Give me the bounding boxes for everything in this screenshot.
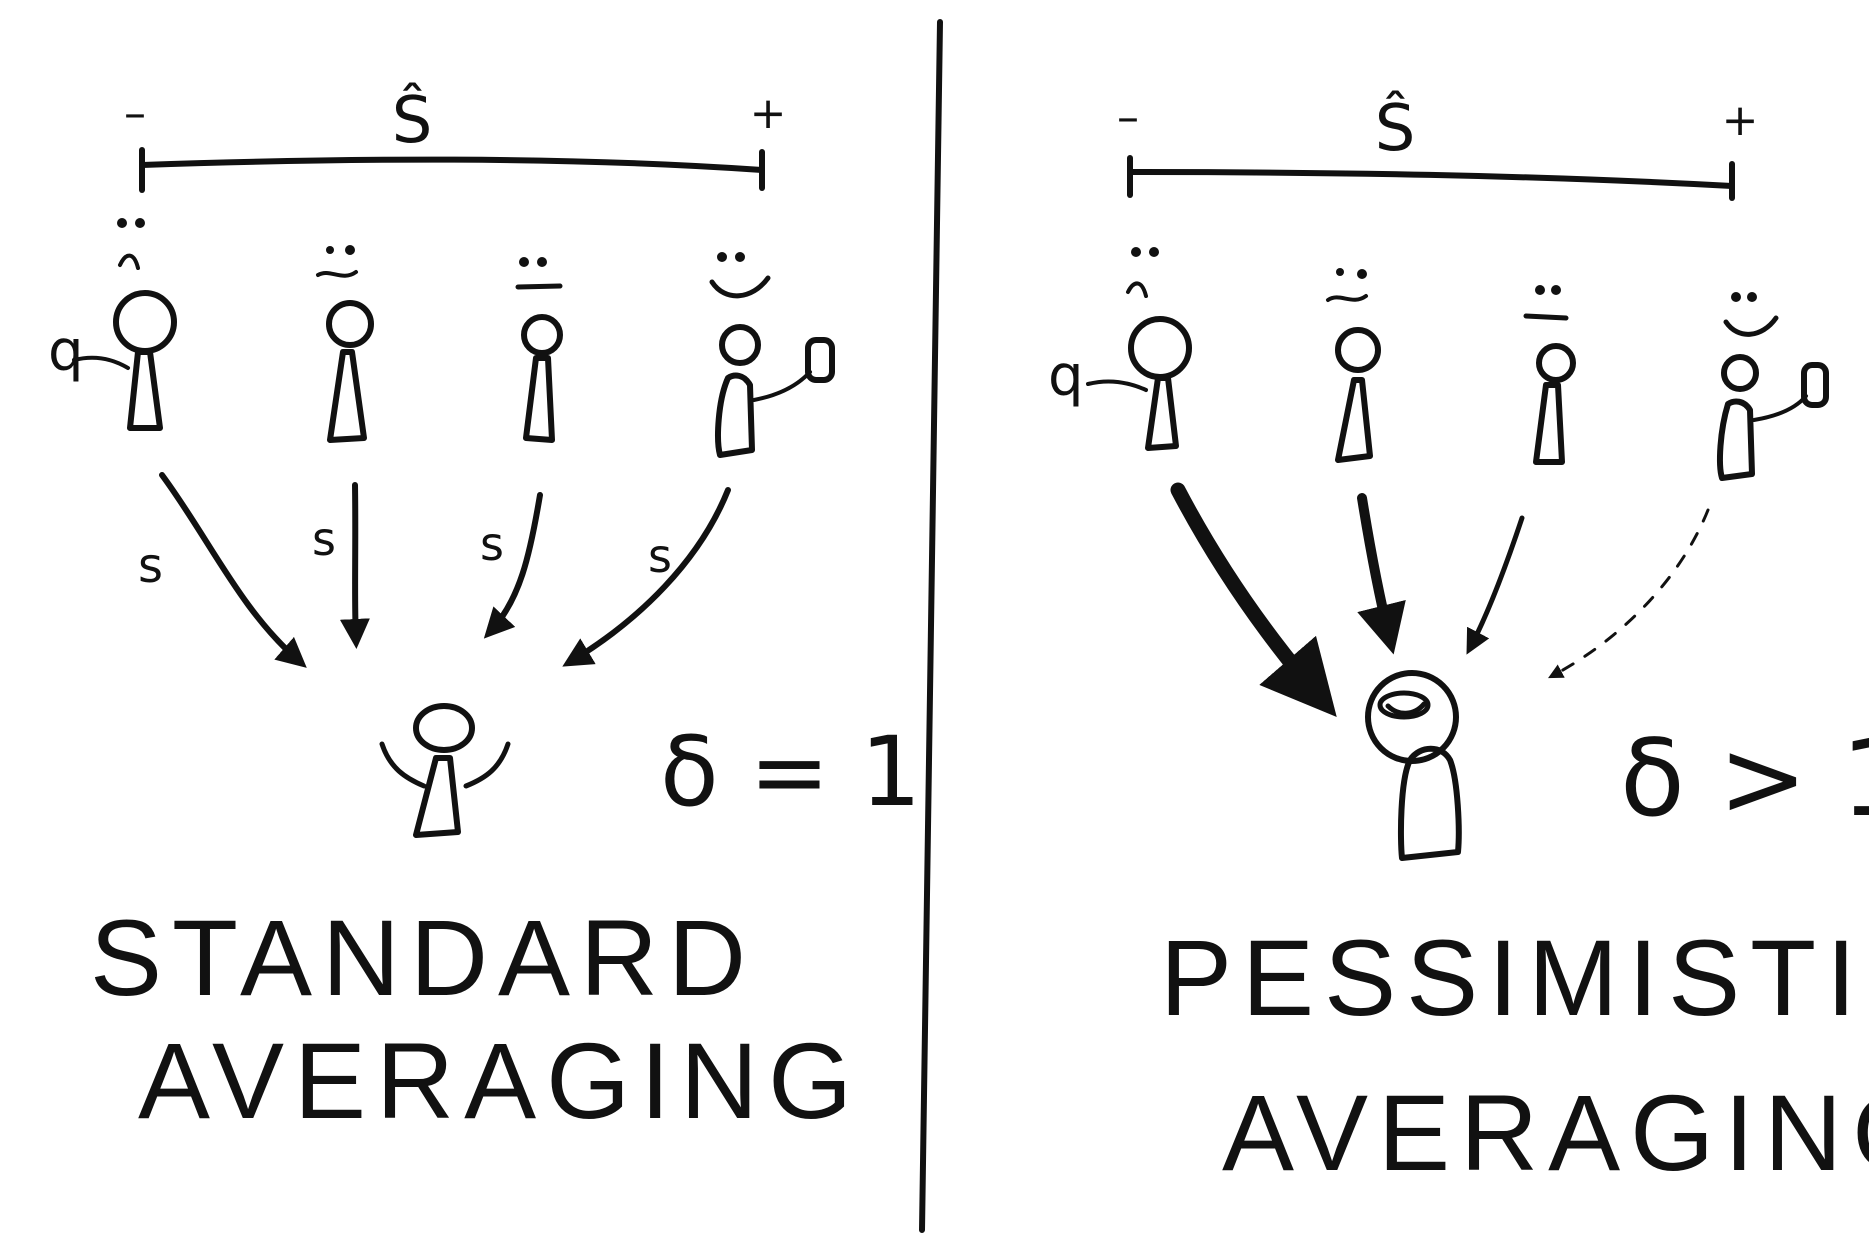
aggregator-standard	[379, 703, 511, 838]
observer-happy	[709, 252, 835, 458]
title-standard-line2: AVERAGING	[138, 1020, 862, 1141]
arrow-label-3: s	[480, 517, 504, 571]
observer-happy-right	[1717, 292, 1829, 481]
scale-symbol: Ŝ	[392, 82, 433, 158]
left-tag-q: q	[48, 319, 84, 384]
left-tag-q-right: q	[1048, 344, 1084, 409]
observer-meh-right	[1326, 268, 1381, 463]
sentiment-scale-right: – + Ŝ	[1117, 90, 1759, 201]
sentiment-scale: – + Ŝ	[124, 82, 787, 193]
observer-meh	[316, 245, 374, 443]
arrow-label-2: s	[312, 512, 336, 566]
scale-plus-label: +	[750, 88, 787, 139]
signal-arrows: s s s s	[138, 472, 731, 668]
panel-pessimistic: – + Ŝ q	[1048, 90, 1869, 1193]
aggregator-pessimistic	[1365, 670, 1462, 861]
title-pessimistic-line2: AVERAGING	[1222, 1072, 1869, 1193]
panel-standard: – + Ŝ q	[48, 82, 921, 1141]
scale-minus-label: –	[124, 88, 146, 139]
title-standard-line1: STANDARD	[90, 897, 756, 1018]
observer-sad: q	[48, 218, 177, 431]
arrow-label-1: s	[138, 538, 163, 594]
observer-sad-right: q	[1048, 247, 1192, 451]
scale-plus-label-right: +	[1722, 95, 1759, 146]
title-pessimistic-line1: PESSIMISTIC	[1160, 917, 1869, 1038]
observer-neutral	[515, 257, 563, 443]
scale-minus-label-right: –	[1117, 92, 1139, 143]
scale-symbol-right: Ŝ	[1375, 90, 1416, 166]
observer-neutral-right	[1523, 285, 1576, 465]
equation-standard: δ = 1	[660, 716, 921, 828]
arrow-label-4: s	[648, 529, 672, 583]
weighted-arrows	[1170, 482, 1710, 718]
panel-divider	[919, 19, 943, 1233]
equation-pessimistic: δ > 1	[1620, 717, 1869, 840]
